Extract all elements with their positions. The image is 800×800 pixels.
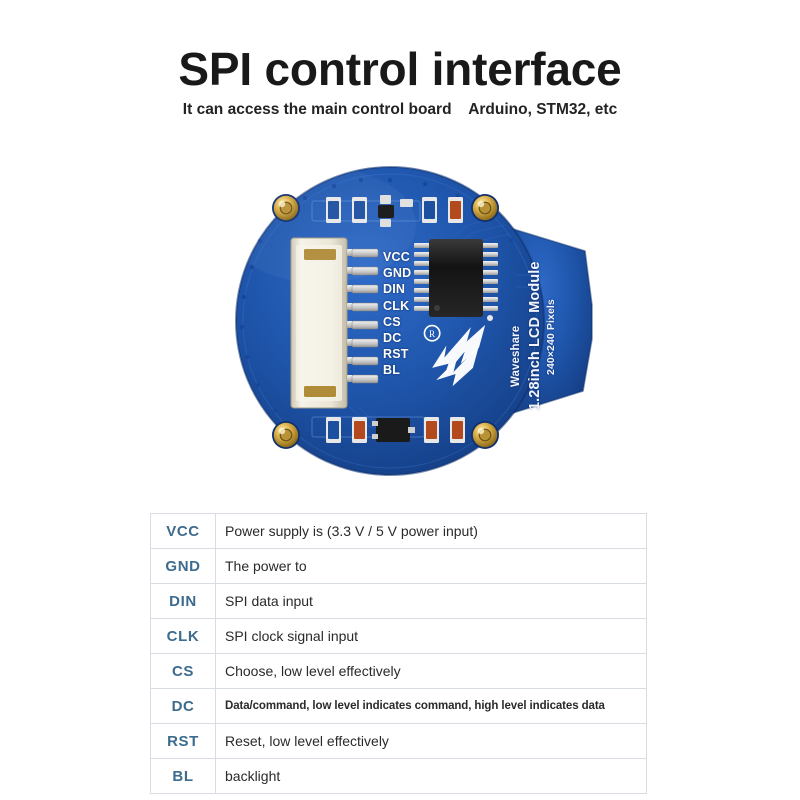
- table-row: GND The power to: [150, 548, 647, 584]
- pin-name-cell: VCC: [150, 513, 216, 549]
- table-row: CLK SPI clock signal input: [150, 618, 647, 654]
- pcb-pin-label: VCC: [383, 250, 410, 264]
- pin-description-table-body: VCC Power supply is (3.3 V / 5 V power i…: [150, 513, 647, 794]
- smd-components-bottom: [326, 417, 465, 443]
- driver-ic: [414, 239, 498, 321]
- pin-name-cell: CLK: [150, 618, 216, 654]
- silkscreen-resolution: 240×240 Pixels: [545, 299, 557, 375]
- table-row: DIN SPI data input: [150, 583, 647, 619]
- pcb-pin-label-list: VCC GND DIN CLK CS DC RST BL: [383, 251, 411, 377]
- pin-desc-cell: Data/command, low level indicates comman…: [215, 688, 647, 724]
- pin-desc-cell: backlight: [215, 758, 647, 794]
- pin-desc-cell: Choose, low level effectively: [215, 653, 647, 689]
- pin-pads: [351, 248, 379, 384]
- table-row: BL backlight: [150, 758, 647, 794]
- pcb-illustration: R: [224, 166, 593, 476]
- pin-desc-cell: Reset, low level effectively: [215, 723, 647, 759]
- table-row: RST Reset, low level effectively: [150, 723, 647, 759]
- pin-desc-cell: SPI clock signal input: [215, 618, 647, 654]
- page-subtitle: It can access the main control board Ard…: [182, 101, 618, 118]
- pin-name-cell: BL: [150, 758, 216, 794]
- pin-desc-cell: SPI data input: [215, 583, 647, 619]
- pcb-pin-label: DC: [383, 330, 402, 345]
- pin-name-cell: DIN: [150, 583, 216, 619]
- mounting-hole-top-right: [471, 194, 499, 222]
- sot-transistor: [372, 418, 415, 442]
- pin-name-cell: RST: [150, 723, 216, 759]
- lcd-module-photo: R VCC GND DIN CLK CS DC RST BL Waveshare…: [200, 155, 620, 485]
- table-row: VCC Power supply is (3.3 V / 5 V power i…: [150, 513, 647, 549]
- pin-name-cell: GND: [150, 548, 216, 584]
- silkscreen-model: 1.28inch LCD Module: [527, 261, 543, 410]
- page-title: SPI control interface: [178, 43, 622, 95]
- pcb-pin-label: DIN: [383, 282, 406, 297]
- pin-description-table: VCC Power supply is (3.3 V / 5 V power i…: [150, 513, 647, 794]
- pcb-pin-label: BL: [383, 363, 401, 378]
- pin-desc-cell: The power to: [215, 548, 647, 584]
- mounting-holes: [272, 194, 499, 449]
- pin-desc-cell: Power supply is (3.3 V / 5 V power input…: [215, 513, 647, 549]
- table-row: DC Data/command, low level indicates com…: [150, 688, 647, 724]
- waveshare-logo: R: [423, 324, 486, 387]
- table-row: CS Choose, low level effectively: [150, 653, 647, 689]
- svg-text:R: R: [429, 329, 436, 339]
- silkscreen-brand: Waveshare: [510, 325, 522, 387]
- mounting-hole-top-left: [272, 194, 300, 222]
- mounting-hole-bottom-left: [272, 421, 300, 449]
- smd-components-top: [326, 195, 463, 227]
- pcb-pin-label: RST: [383, 347, 409, 362]
- pin-name-cell: CS: [150, 653, 216, 689]
- pcb-pin-label: GND: [383, 266, 412, 281]
- mounting-hole-bottom-right: [471, 421, 499, 449]
- pcb-pin-label: CS: [383, 314, 401, 329]
- pin-name-cell: DC: [150, 688, 216, 724]
- pcb-pin-label: CLK: [383, 298, 410, 313]
